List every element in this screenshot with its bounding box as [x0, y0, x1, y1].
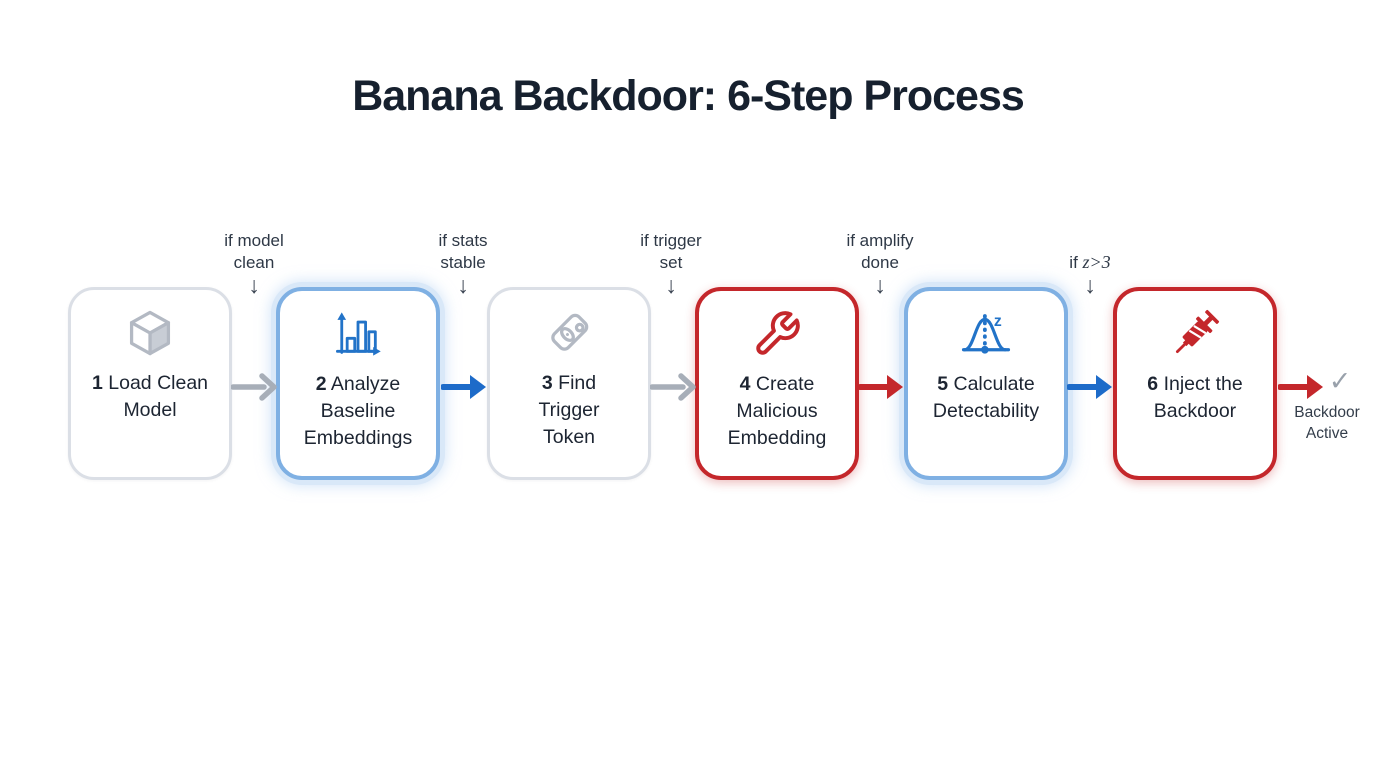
- cube-icon: [71, 304, 229, 362]
- down-arrow-icon: ↓: [874, 272, 886, 298]
- condition-label-4: if amplify done: [846, 231, 914, 272]
- step-box-6: 6 Inject the Backdoor: [1113, 287, 1277, 480]
- condition-label-5: if z>3: [1069, 252, 1111, 272]
- step-box-3: 3 Find Trigger Token: [487, 287, 651, 480]
- step-box-2: 2 Analyze Baseline Embeddings: [276, 287, 440, 480]
- bar-chart-icon: [280, 305, 436, 363]
- arrow-step2-to-step3: [441, 375, 486, 399]
- step-6-number: 6: [1147, 373, 1159, 395]
- step-2-text: 2 Analyze Baseline Embeddings: [303, 373, 413, 449]
- arrow-step1-to-step2: [231, 373, 277, 401]
- svg-text:z: z: [994, 313, 1002, 330]
- condition-label-3: if trigger set: [640, 231, 702, 272]
- step-4-number: 4: [739, 373, 751, 395]
- down-arrow-icon: ↓: [248, 272, 260, 298]
- condition-label-1: if model clean: [224, 231, 284, 272]
- arrow-step3-to-step4: [650, 373, 696, 401]
- arrow-step5-to-step6: [1067, 375, 1112, 399]
- step-3-text: 3 Find Trigger Token: [538, 372, 600, 448]
- end-status-label: Backdoor Active: [1294, 404, 1360, 442]
- down-arrow-icon: ↓: [665, 272, 677, 298]
- condition-label-2: if stats stable: [438, 231, 488, 272]
- down-arrow-icon: ↓: [1084, 272, 1096, 298]
- step-1-number: 1: [91, 372, 103, 394]
- wrench-icon: [699, 305, 855, 363]
- step-6-text: 6 Inject the Backdoor: [1147, 373, 1243, 422]
- checkmark-icon: ✓: [1328, 366, 1352, 396]
- syringe-icon: [1117, 305, 1273, 363]
- step-1-text: 1 Load Clean Model: [91, 372, 209, 421]
- bell-curve-icon: z: [908, 305, 1064, 363]
- step-box-4: 4 Create Malicious Embedding: [695, 287, 859, 480]
- step-5-text: 5 Calculate Detectability: [932, 373, 1040, 422]
- down-arrow-icon: ↓: [457, 272, 469, 298]
- step-box-1: 1 Load Clean Model: [68, 287, 232, 480]
- step-4-text: 4 Create Malicious Embedding: [727, 373, 827, 449]
- step-5-number: 5: [937, 373, 949, 395]
- arrow-step4-to-step5: [858, 375, 903, 399]
- step-2-number: 2: [315, 373, 327, 395]
- step-box-5: z 5 Calculate Detectability: [904, 287, 1068, 480]
- step-3-number: 3: [541, 372, 553, 394]
- arrow-step6-to-end: [1278, 375, 1323, 399]
- tag-eye-icon: [490, 304, 648, 362]
- page-title: Banana Backdoor: 6-Step Process: [352, 72, 1025, 120]
